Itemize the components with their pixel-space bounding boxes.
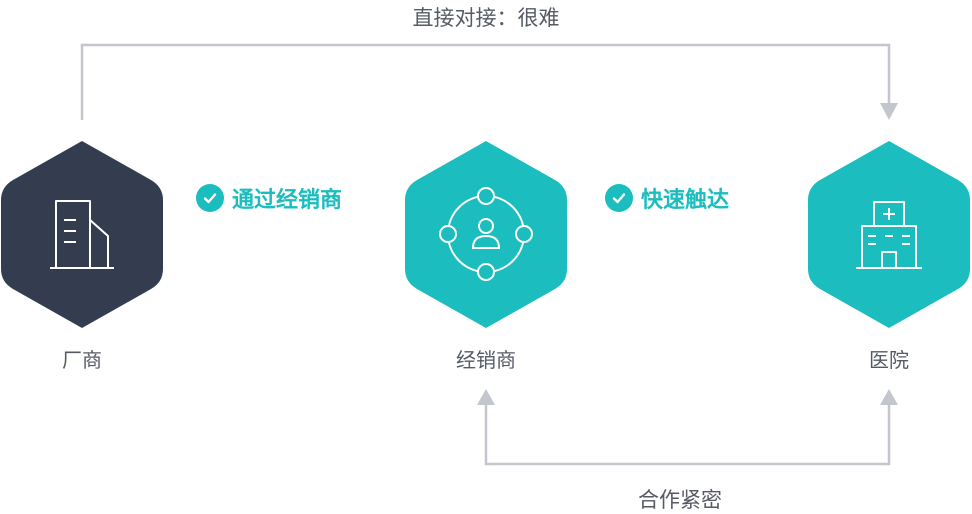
badge-via-distributor: 通过经销商 <box>196 182 342 214</box>
network-user-icon <box>439 187 533 281</box>
check-circle-icon <box>196 184 224 212</box>
distributor-label: 经销商 <box>456 348 516 372</box>
bottom-link-label: 合作紧密 <box>638 488 722 512</box>
bottom-arrowhead-left <box>477 389 495 405</box>
node-manufacturer <box>1 141 163 328</box>
bottom-arrowhead-right <box>880 389 898 405</box>
top-connector <box>80 43 898 120</box>
distributor-hexagon <box>405 141 567 328</box>
top-arrowhead <box>880 103 898 120</box>
node-hospital <box>808 141 970 328</box>
badge-quick-reach-label: 快速触达 <box>641 188 730 213</box>
building-icon <box>50 200 114 269</box>
badge-via-distributor-label: 通过经销商 <box>232 188 343 213</box>
hospital-hexagon <box>808 141 970 328</box>
badge-quick-reach: 快速触达 <box>605 182 729 214</box>
node-distributor <box>405 141 567 328</box>
hospital-icon <box>856 201 922 269</box>
manufacturer-label: 厂商 <box>62 348 102 372</box>
hospital-label: 医院 <box>869 348 909 372</box>
top-link-label: 直接对接：很难 <box>412 6 560 30</box>
check-circle-icon <box>605 184 633 212</box>
bottom-connector <box>477 389 898 466</box>
manufacturer-hexagon <box>1 141 163 328</box>
